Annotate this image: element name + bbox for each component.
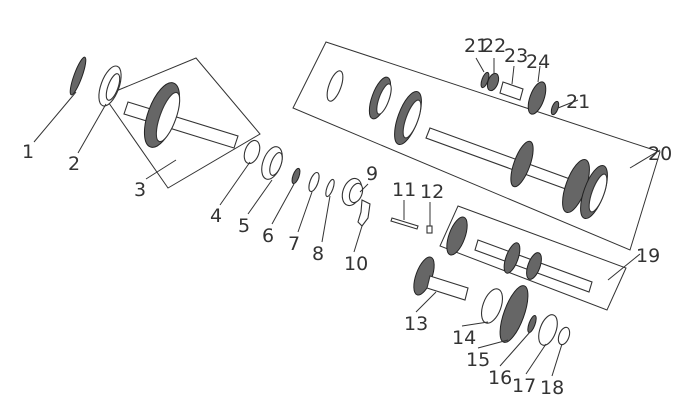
leader-line-9 bbox=[359, 183, 369, 193]
leader-line-24 bbox=[537, 65, 541, 83]
callout-label-5: 5 bbox=[238, 215, 250, 237]
leader-line-2 bbox=[77, 103, 107, 154]
leader-line-16 bbox=[499, 331, 531, 367]
part-20-assembly bbox=[326, 70, 608, 220]
part-8-ring bbox=[325, 178, 335, 198]
callout-label-19: 19 bbox=[636, 245, 660, 267]
callout-label-7: 7 bbox=[288, 233, 300, 255]
callout-label-24: 24 bbox=[526, 51, 550, 73]
part-13-pinion bbox=[413, 256, 469, 301]
leader-line-23 bbox=[511, 65, 515, 85]
part-17-bearing bbox=[538, 314, 558, 346]
leader-line-15 bbox=[477, 339, 509, 349]
group-box-3 bbox=[103, 57, 261, 189]
callout-label-15: 15 bbox=[466, 349, 490, 371]
callout-label-12: 12 bbox=[420, 181, 444, 203]
part-11-pin bbox=[390, 217, 419, 230]
callout-label-9: 9 bbox=[366, 163, 378, 185]
leader-line-19 bbox=[607, 253, 641, 281]
callout-label-21: 21 bbox=[566, 91, 590, 113]
leader-line-6 bbox=[271, 183, 295, 225]
leader-line-20 bbox=[629, 149, 661, 169]
leader-line-18 bbox=[551, 343, 563, 377]
part-2-bearing bbox=[98, 65, 122, 107]
part-12-bolt bbox=[426, 225, 433, 234]
part-4 bbox=[243, 139, 261, 165]
leader-line-17 bbox=[525, 343, 547, 375]
callout-label-21: 21 bbox=[464, 35, 488, 57]
callout-label-11: 11 bbox=[392, 179, 416, 201]
leader-line-10 bbox=[353, 225, 363, 253]
callout-label-14: 14 bbox=[452, 327, 476, 349]
part-14-bearing bbox=[480, 288, 504, 324]
callout-label-3: 3 bbox=[134, 179, 146, 201]
part-24-gear bbox=[527, 81, 547, 115]
callout-label-20: 20 bbox=[648, 143, 672, 165]
callout-label-10: 10 bbox=[344, 253, 368, 275]
callout-label-16: 16 bbox=[488, 367, 512, 389]
callout-label-1: 1 bbox=[22, 141, 34, 163]
callout-label-6: 6 bbox=[262, 225, 274, 247]
group-box-19 bbox=[439, 205, 627, 311]
part-3-shaft-gear bbox=[123, 82, 239, 149]
leader-line-1 bbox=[33, 91, 77, 143]
leader-line-14 bbox=[461, 321, 489, 327]
leader-line-5 bbox=[247, 179, 273, 215]
part-18-nut bbox=[557, 326, 571, 346]
leader-lines bbox=[33, 57, 661, 377]
part-7-ring bbox=[308, 171, 320, 193]
part-15-gear bbox=[499, 285, 529, 343]
part-1-ring bbox=[69, 56, 87, 96]
callout-label-13: 13 bbox=[404, 313, 428, 335]
part-22-bearing bbox=[486, 72, 500, 92]
callout-label-17: 17 bbox=[512, 375, 536, 397]
part-5-bearing bbox=[261, 146, 283, 180]
callout-label-8: 8 bbox=[312, 243, 324, 265]
leader-line-3 bbox=[145, 159, 177, 180]
callout-label-2: 2 bbox=[68, 153, 80, 175]
callout-label-4: 4 bbox=[210, 205, 222, 227]
part-19-assembly bbox=[446, 216, 593, 293]
leader-line-7 bbox=[297, 191, 313, 233]
leader-line-13 bbox=[415, 291, 437, 313]
leader-line-21 bbox=[475, 57, 485, 73]
leader-line-21 bbox=[557, 99, 579, 109]
leader-line-8 bbox=[321, 195, 331, 243]
part-10-fork bbox=[357, 199, 371, 227]
callout-label-23: 23 bbox=[504, 45, 528, 67]
callout-label-18: 18 bbox=[540, 377, 564, 399]
part-23-spacer bbox=[499, 81, 524, 101]
group-box-20 bbox=[292, 41, 661, 251]
part-16-ring bbox=[527, 314, 537, 334]
part-6-ring bbox=[291, 167, 301, 185]
callout-label-22: 22 bbox=[482, 35, 506, 57]
part-9-sleeve bbox=[341, 177, 364, 207]
leader-line-4 bbox=[219, 161, 251, 206]
part-21-ring-b bbox=[550, 100, 560, 116]
